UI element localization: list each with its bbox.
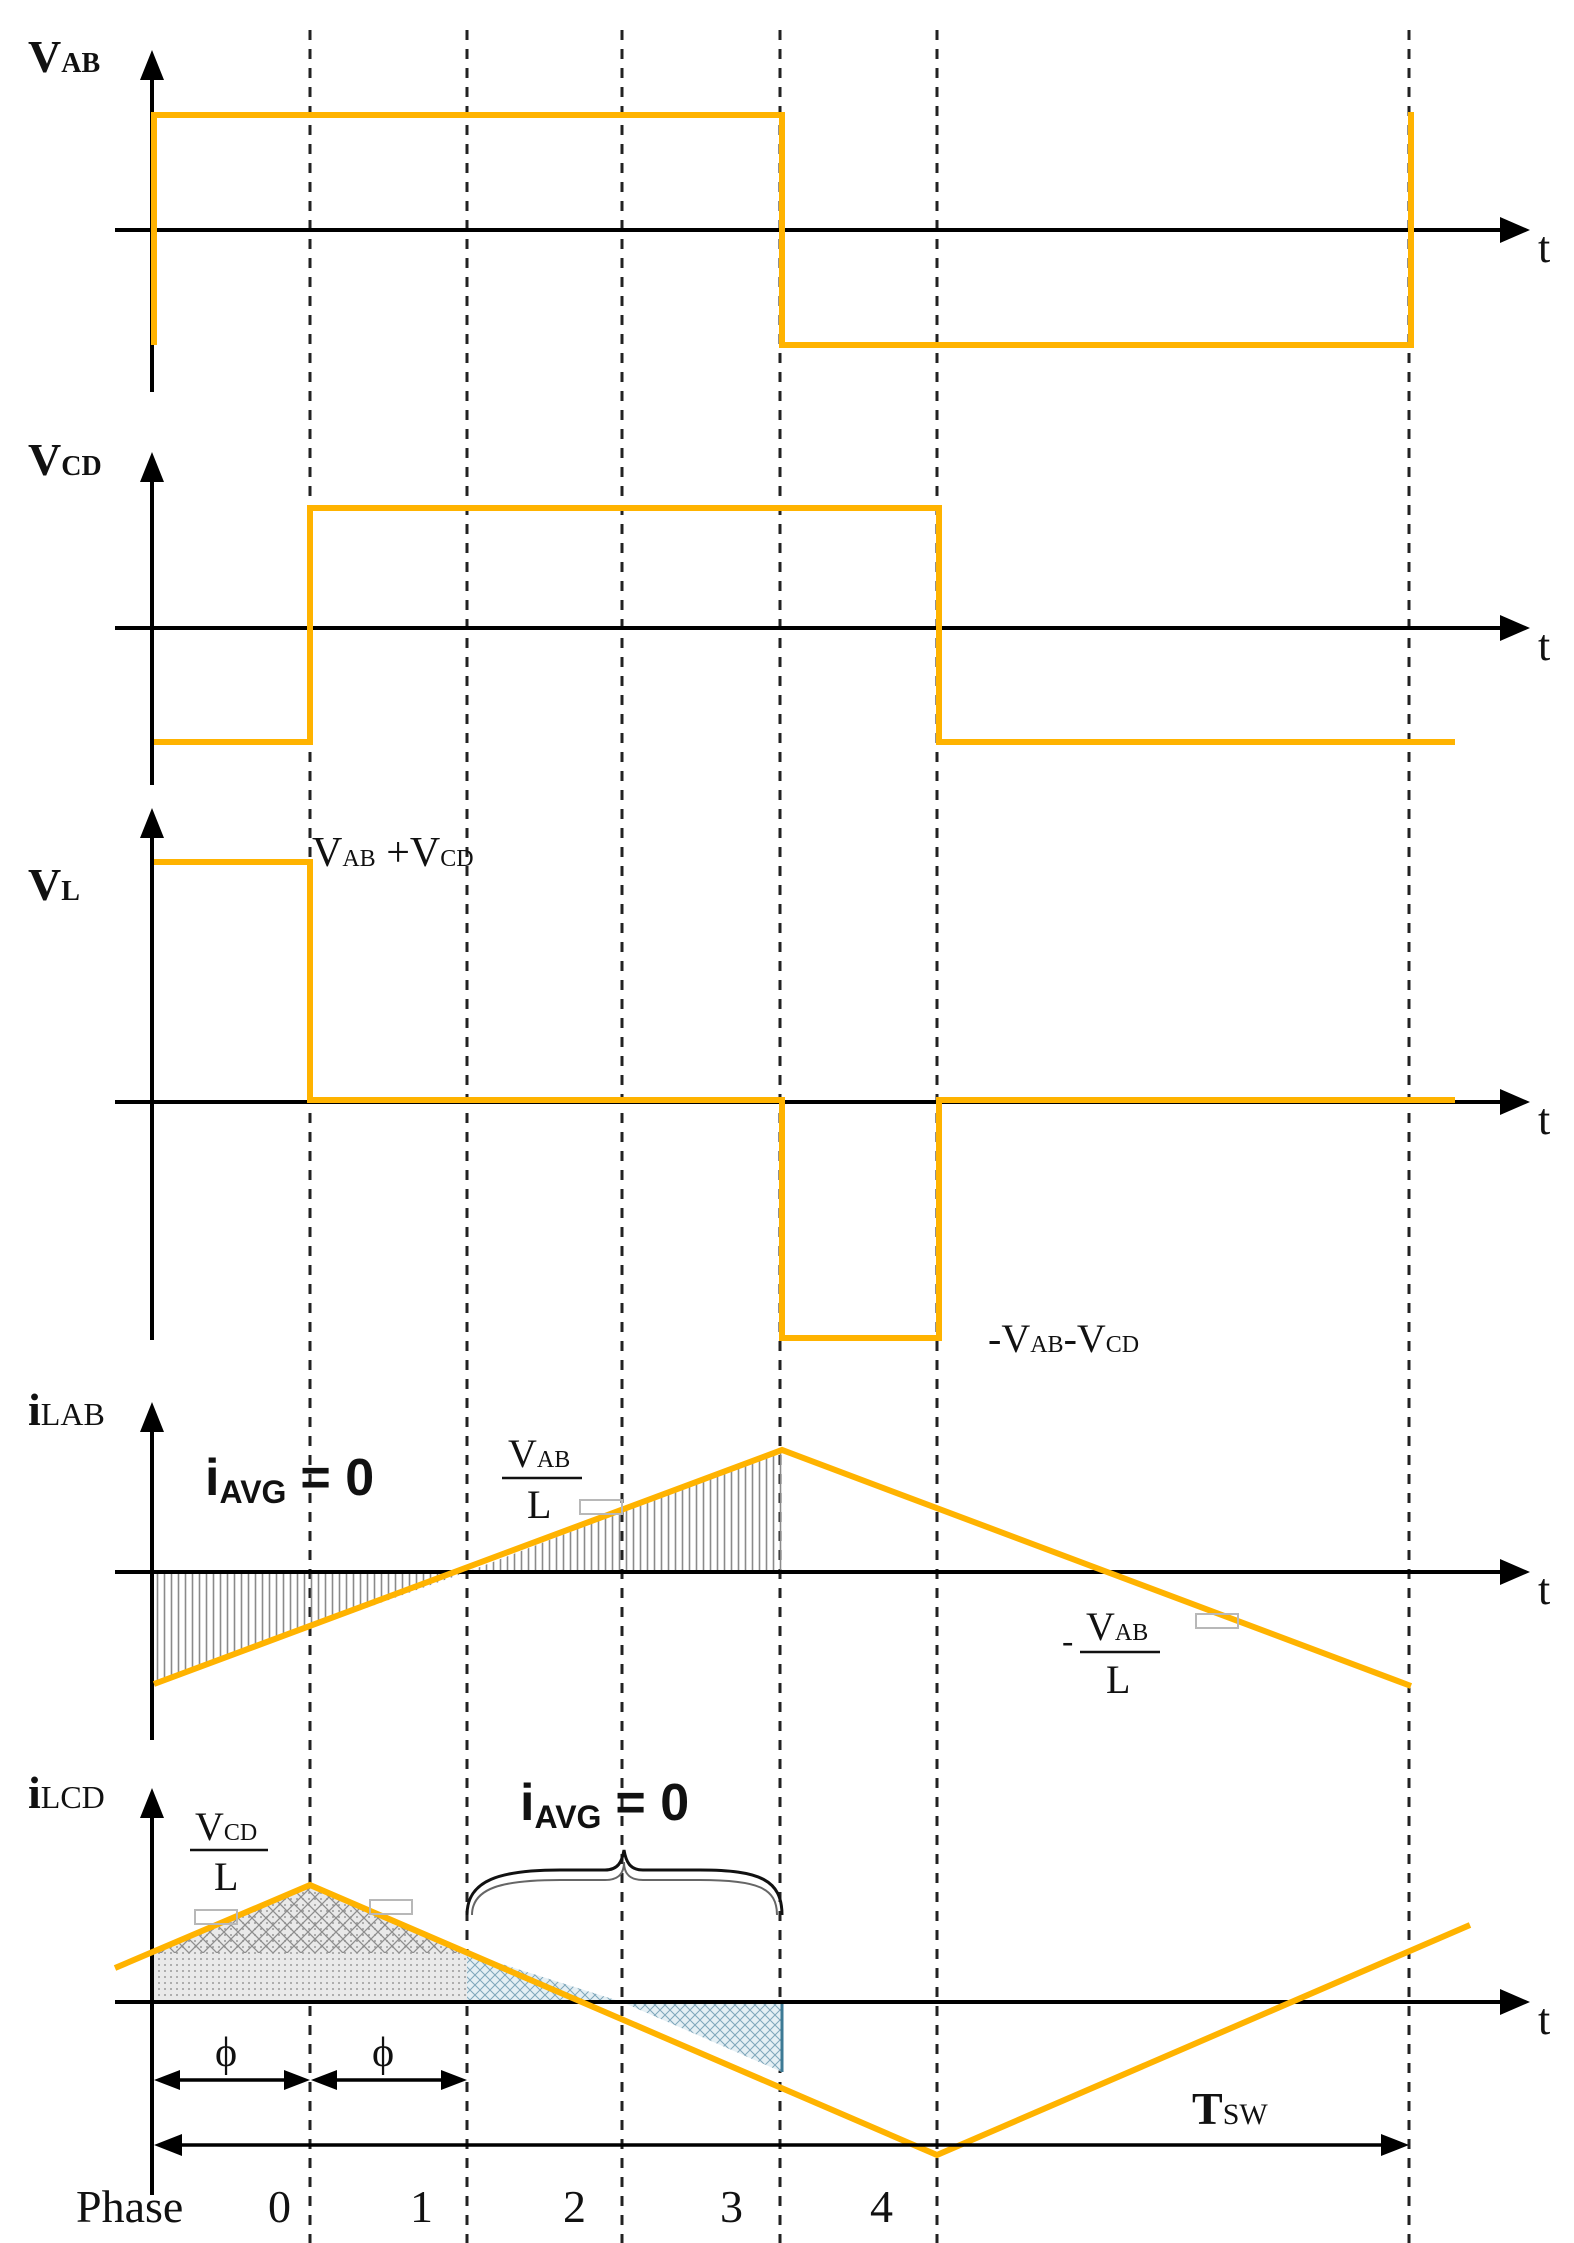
phase-title: Phase <box>76 2181 183 2232</box>
ilab-negslope-numerator: VAB <box>1086 1604 1148 1649</box>
vl-y-arrow <box>140 808 164 838</box>
phase-label-2: 2 <box>563 2181 586 2232</box>
vl-t-label: t <box>1538 1095 1550 1144</box>
phase-label-1: 1 <box>410 2181 433 2232</box>
plot-ilab: iLAB t iAVG= 0 VAB L - VAB L <box>28 1384 1550 1740</box>
ilab-waveform <box>152 1446 1413 1689</box>
phase-label-4: 4 <box>870 2181 893 2232</box>
ilcd-t-label: t <box>1538 1995 1550 2044</box>
vcd-t-label: t <box>1538 621 1550 670</box>
phase-label-3: 3 <box>720 2181 743 2232</box>
ilcd-blue-area-positive <box>467 1953 622 2002</box>
ilcd-blue-area-negative <box>622 2002 782 2072</box>
plot-vcd: VCD t <box>28 434 1550 785</box>
plot-vl: VL t VAB +VCD -VAB-VCD <box>28 808 1550 1361</box>
ilab-negslope-marker <box>1195 1613 1239 1629</box>
ilab-negslope-sign: - <box>1062 1623 1073 1660</box>
phi-arrow-right-2 <box>441 2070 467 2090</box>
vcd-waveform <box>154 505 1455 745</box>
ilab-slope-marker <box>579 1499 623 1515</box>
vab-t-arrow <box>1500 217 1530 243</box>
ilab-negslope-denominator: L <box>1106 1657 1130 1702</box>
vab-waveform <box>151 112 1414 348</box>
phi-arrow-left-2 <box>311 2070 337 2090</box>
phi-label-1: ϕ <box>215 2030 237 2076</box>
ilcd-slope-denominator: L <box>214 1854 238 1899</box>
ilab-label: iLAB <box>28 1384 105 1435</box>
vab-y-arrow <box>140 50 164 80</box>
vl-label: VL <box>28 859 80 910</box>
phase-gridlines <box>308 30 1411 2243</box>
tsw-dimension: TSW <box>154 2083 1409 2156</box>
ilcd-waveform <box>113 1881 1472 2159</box>
tsw-arrow-right <box>1381 2134 1409 2156</box>
ilab-avg-label: iAVG= 0 <box>205 1449 374 1510</box>
plot-ilcd: iLCD t VCD L iAVG= 0 <box>28 1767 1550 2195</box>
ilcd-t-arrow <box>1500 1989 1530 2015</box>
vab-t-label: t <box>1538 223 1550 272</box>
ilab-t-arrow <box>1500 1559 1530 1585</box>
plot-vab: VAB t <box>28 31 1550 392</box>
vl-negative-level-label: -VAB-VCD <box>988 1316 1139 1361</box>
ilab-y-arrow <box>140 1402 164 1432</box>
phase-labels: Phase 0 1 2 3 4 <box>76 2181 893 2232</box>
ilcd-label: iLCD <box>28 1767 105 1818</box>
ilab-t-label: t <box>1538 1565 1550 1614</box>
vl-positive-level-label: VAB +VCD <box>312 830 474 876</box>
phi-dimensions: ϕ ϕ <box>154 2030 467 2090</box>
ilcd-avg-label: iAVG= 0 <box>520 1774 689 1835</box>
ilcd-avg-brace-inner <box>471 1861 778 1916</box>
ilcd-avg-brace <box>465 1849 784 1916</box>
vab-label: VAB <box>28 31 100 82</box>
ilcd-slope-marker-left <box>194 1909 238 1925</box>
phi-arrow-right-1 <box>284 2070 310 2090</box>
ilab-slope-denominator: L <box>527 1482 551 1527</box>
ilcd-y-arrow <box>140 1788 164 1818</box>
vl-waveform <box>154 859 1455 1341</box>
ilcd-crosshatch-area <box>154 1885 467 1953</box>
vcd-label: VCD <box>28 434 102 485</box>
tsw-label: TSW <box>1192 2083 1268 2134</box>
vcd-t-arrow <box>1500 615 1530 641</box>
phi-label-2: ϕ <box>372 2030 394 2076</box>
vcd-y-arrow <box>140 452 164 482</box>
phase-label-0: 0 <box>268 2181 291 2232</box>
ilab-slope-numerator: VAB <box>508 1431 570 1476</box>
ilcd-slope-numerator: VCD <box>195 1804 257 1849</box>
phi-arrow-left-1 <box>154 2070 180 2090</box>
vl-t-arrow <box>1500 1089 1530 1115</box>
tsw-arrow-left <box>154 2134 182 2156</box>
ilcd-slope-marker-right <box>369 1899 413 1915</box>
